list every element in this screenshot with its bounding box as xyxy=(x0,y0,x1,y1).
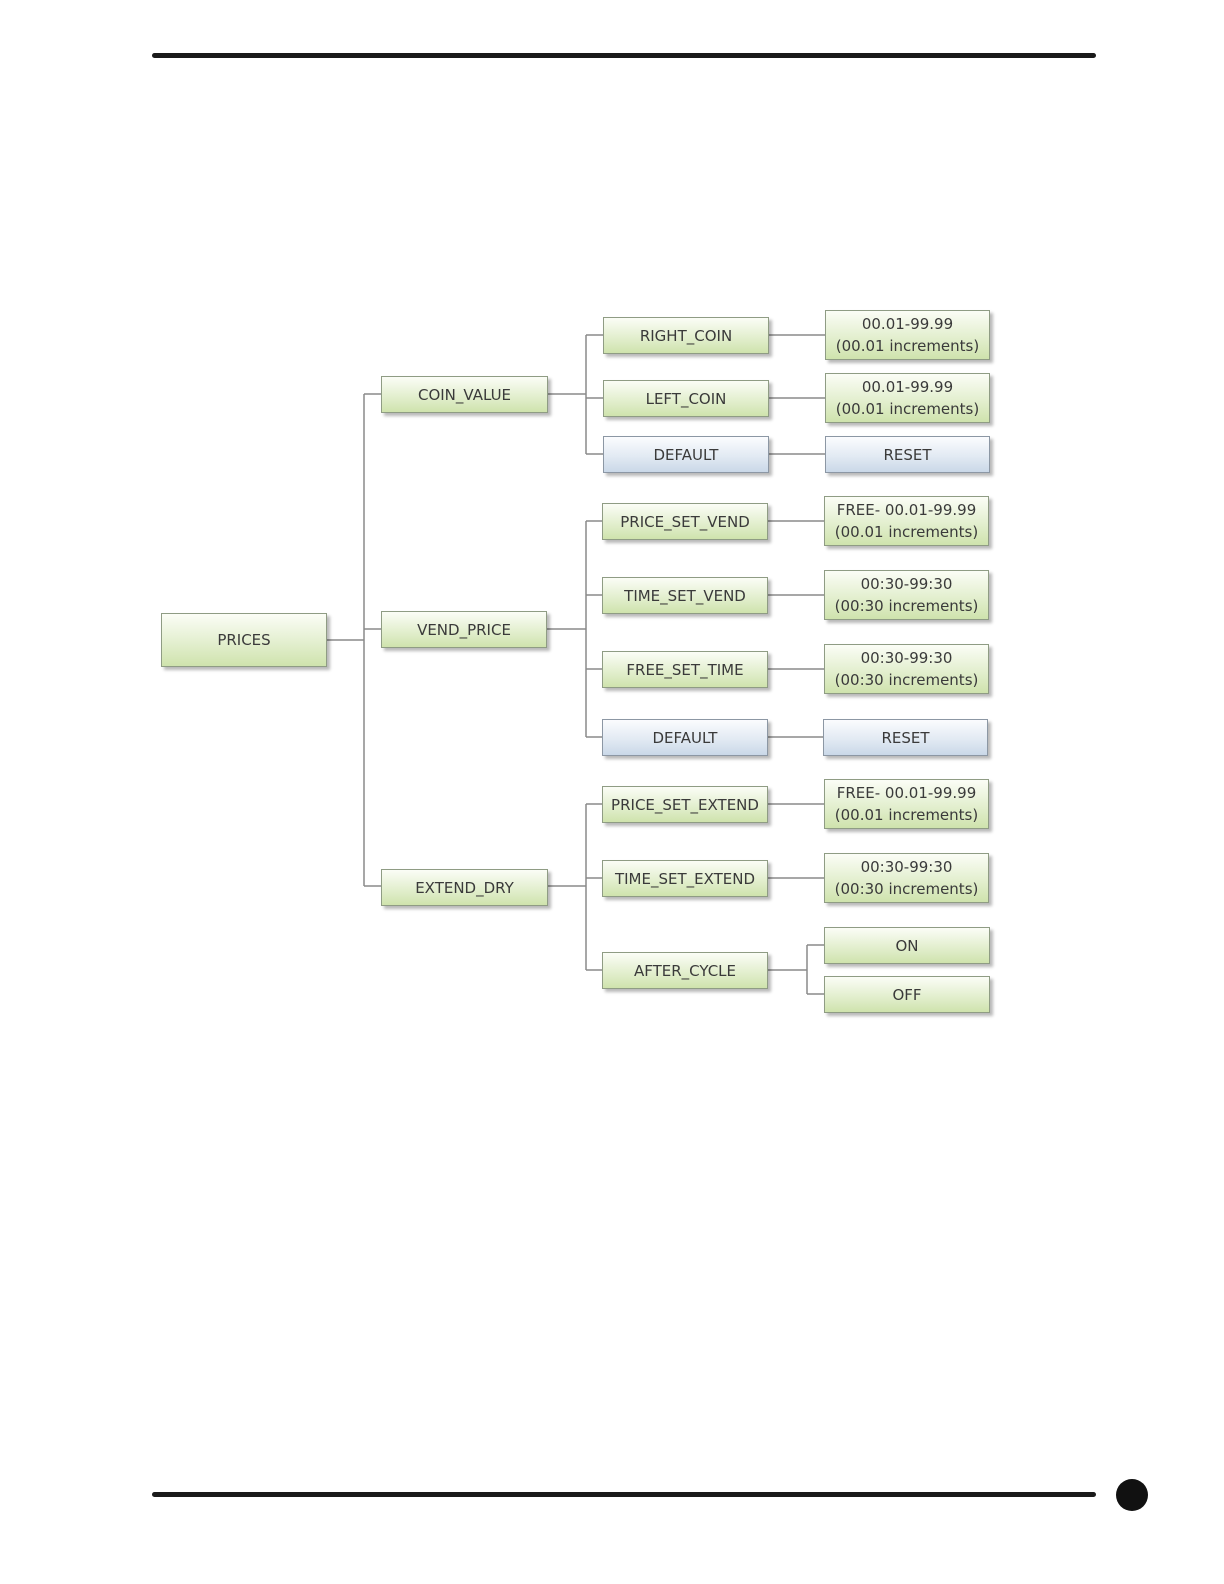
value-vend-reset: RESET xyxy=(823,719,988,756)
connector-values xyxy=(768,334,825,879)
footer-rule xyxy=(152,1492,1096,1497)
value-reset: RESET xyxy=(881,728,930,747)
node-vend-default: DEFAULT xyxy=(602,719,768,756)
value-price-set-vend: FREE- 00.01-99.99 (00.01 increments) xyxy=(824,496,989,546)
node-prices: PRICES xyxy=(161,613,327,667)
node-label: AFTER_CYCLE xyxy=(633,961,737,980)
node-left-coin: LEFT_COIN xyxy=(603,380,769,417)
value-reset: RESET xyxy=(883,445,932,464)
value-left-coin: 00.01-99.99 (00.01 increments) xyxy=(825,373,990,423)
page-marker-dot xyxy=(1116,1479,1148,1511)
value-range: 00.01-99.99 xyxy=(861,315,954,333)
value-increment: (00.01 increments) xyxy=(835,337,980,355)
node-label: DEFAULT xyxy=(652,728,718,747)
value-option: OFF xyxy=(892,985,922,1004)
value-increment: (00:30 increments) xyxy=(834,671,979,689)
node-coin-default: DEFAULT xyxy=(603,436,769,473)
value-right-coin: 00.01-99.99 (00.01 increments) xyxy=(825,310,990,360)
node-after-cycle: AFTER_CYCLE xyxy=(602,952,768,989)
value-increment: (00:30 increments) xyxy=(834,880,979,898)
value-coin-reset: RESET xyxy=(825,436,990,473)
value-time-set-vend: 00:30-99:30 (00:30 increments) xyxy=(824,570,989,620)
node-extend-dry: EXTEND_DRY xyxy=(381,869,548,906)
node-label: COIN_VALUE xyxy=(417,385,512,404)
value-price-set-extend: FREE- 00.01-99.99 (00.01 increments) xyxy=(824,779,989,829)
node-label: PRICE_SET_EXTEND xyxy=(611,795,759,814)
node-label: LEFT_COIN xyxy=(645,389,727,408)
node-label: RIGHT_COIN xyxy=(639,326,733,345)
value-after-cycle-off: OFF xyxy=(824,976,990,1013)
node-label: EXTEND_DRY xyxy=(415,878,514,897)
value-increment: (00:30 increments) xyxy=(834,597,979,615)
node-label: TIME_SET_VEND xyxy=(624,586,746,605)
value-increment: (00.01 increments) xyxy=(835,400,980,418)
value-range: FREE- 00.01-99.99 xyxy=(836,501,977,519)
node-label: VEND_PRICE xyxy=(417,620,511,639)
value-increment: (00.01 increments) xyxy=(834,806,979,824)
value-free-set-time: 00:30-99:30 (00:30 increments) xyxy=(824,644,989,694)
connector-coin-value xyxy=(548,334,603,455)
value-range: 00:30-99:30 xyxy=(860,858,953,876)
node-label: FREE_SET_TIME xyxy=(626,660,744,679)
connector-prices xyxy=(327,393,381,887)
node-vend-price: VEND_PRICE xyxy=(381,611,547,648)
value-range: 00:30-99:30 xyxy=(860,575,953,593)
node-coin-value: COIN_VALUE xyxy=(381,376,548,413)
node-time-set-vend: TIME_SET_VEND xyxy=(602,577,768,614)
node-price-set-extend: PRICE_SET_EXTEND xyxy=(602,786,768,823)
node-label: DEFAULT xyxy=(653,445,719,464)
node-right-coin: RIGHT_COIN xyxy=(603,317,769,354)
node-label: PRICE_SET_VEND xyxy=(620,512,750,531)
value-option: ON xyxy=(895,936,919,955)
connector-after-cycle xyxy=(768,944,824,995)
connector-extend-dry xyxy=(548,803,602,971)
value-range: 00.01-99.99 xyxy=(861,378,954,396)
node-time-set-extend: TIME_SET_EXTEND xyxy=(602,860,768,897)
node-price-set-vend: PRICE_SET_VEND xyxy=(602,503,768,540)
value-time-set-extend: 00:30-99:30 (00:30 increments) xyxy=(824,853,989,903)
value-increment: (00.01 increments) xyxy=(834,523,979,541)
node-free-set-time: FREE_SET_TIME xyxy=(602,651,768,688)
value-range: 00:30-99:30 xyxy=(860,649,953,667)
connector-vend-price xyxy=(547,520,602,738)
node-label: TIME_SET_EXTEND xyxy=(614,869,756,888)
header-rule xyxy=(152,53,1096,58)
value-after-cycle-on: ON xyxy=(824,927,990,964)
value-range: FREE- 00.01-99.99 xyxy=(836,784,977,802)
node-label: PRICES xyxy=(217,631,271,649)
